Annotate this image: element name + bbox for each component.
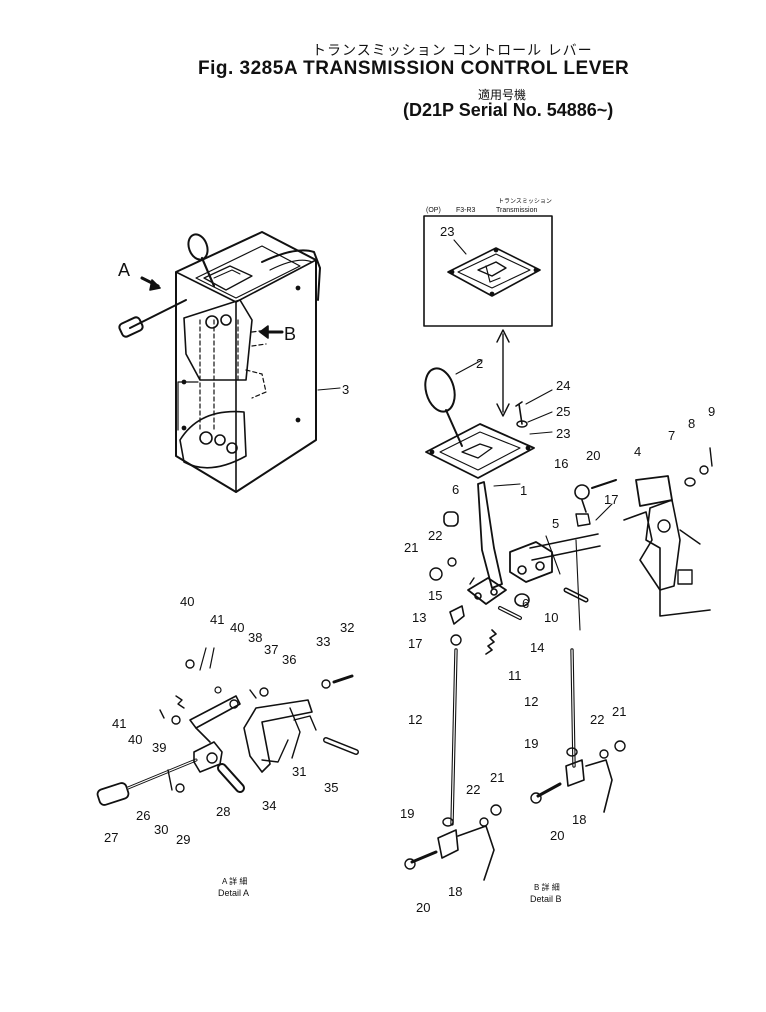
callout-22: 22	[428, 528, 442, 543]
callout-18b: 18	[572, 812, 586, 827]
callout-22b: 22	[590, 712, 604, 727]
callout-4: 4	[634, 444, 641, 459]
callout-36: 36	[282, 652, 296, 667]
callout-12b: 12	[524, 694, 538, 709]
callout-2: 2	[476, 356, 483, 371]
callout-25: 25	[556, 404, 570, 419]
callout-20c: 20	[416, 900, 430, 915]
title-japanese: トランスミッション コントロール レバー	[312, 43, 593, 59]
callout-6b: 6	[522, 596, 529, 611]
main-lever-assembly	[404, 359, 713, 881]
callout-22c: 22	[466, 782, 480, 797]
inset-label-op: (OP)	[426, 207, 441, 214]
callout-26: 26	[136, 808, 150, 823]
callout-40: 40	[180, 594, 194, 609]
callout-9: 9	[708, 404, 715, 419]
callout-30: 30	[154, 822, 168, 837]
detail-b-caption-jp: B 詳 細	[534, 882, 560, 892]
callout-20: 20	[586, 448, 600, 463]
view-marker-a: A	[118, 260, 130, 280]
callout-34: 34	[262, 798, 276, 813]
inset-label-transmission: Transmission	[496, 207, 537, 214]
callout-7: 7	[668, 428, 675, 443]
callout-1: 1	[520, 483, 527, 498]
callout-10: 10	[544, 610, 558, 625]
callout-21b: 21	[612, 704, 626, 719]
callout-23b: 23	[556, 426, 570, 441]
applicable-serial-japanese: 適用号機	[478, 88, 527, 102]
serial-number: (D21P Serial No. 54886~)	[403, 100, 614, 120]
callout-31: 31	[292, 764, 306, 779]
callout-29: 29	[176, 832, 190, 847]
callout-19: 19	[400, 806, 414, 821]
figure-title: Fig. 3285A TRANSMISSION CONTROL LEVER	[198, 58, 630, 79]
console-assembly	[118, 231, 341, 493]
callout-17b: 17	[408, 636, 422, 651]
callout-19b: 19	[524, 736, 538, 751]
callout-27: 27	[104, 830, 118, 845]
callout-35: 35	[324, 780, 338, 795]
callout-41b: 41	[112, 716, 126, 731]
callout-15: 15	[428, 588, 442, 603]
detail-a-caption-jp: A 詳 細	[222, 876, 247, 886]
callout-8: 8	[688, 416, 695, 431]
callout-3: 3	[342, 382, 349, 397]
callout-38: 38	[248, 630, 262, 645]
callout-12: 12	[408, 712, 422, 727]
detail-b-caption: Detail B	[530, 894, 562, 904]
callout-11: 11	[508, 668, 522, 683]
callout-39: 39	[152, 740, 166, 755]
callout-40c: 40	[128, 732, 142, 747]
callout-24: 24	[556, 378, 570, 393]
callout-14: 14	[530, 640, 544, 655]
view-marker-b: B	[284, 324, 296, 344]
callout-32: 32	[340, 620, 354, 635]
callout-13: 13	[412, 610, 426, 625]
callout-37: 37	[264, 642, 278, 657]
callout-17: 17	[604, 492, 618, 507]
callout-40b: 40	[230, 620, 244, 635]
callout-6: 6	[452, 482, 459, 497]
callout-16: 16	[554, 456, 568, 471]
callout-28: 28	[216, 804, 230, 819]
callout-23: 23	[440, 224, 454, 239]
callout-18: 18	[448, 884, 462, 899]
inset-label-transmission-jp: トランスミッション	[498, 198, 552, 205]
callout-20b: 20	[550, 828, 564, 843]
callout-21: 21	[404, 540, 418, 555]
callout-33: 33	[316, 634, 330, 649]
inset-label-f3r3: F3-R3	[456, 207, 476, 214]
callout-5: 5	[552, 516, 559, 531]
optional-gate-inset	[423, 215, 553, 417]
callout-21c: 21	[490, 770, 504, 785]
detail-a-caption: Detail A	[218, 888, 249, 898]
detail-a-assembly	[96, 647, 359, 806]
callout-41: 41	[210, 612, 224, 627]
